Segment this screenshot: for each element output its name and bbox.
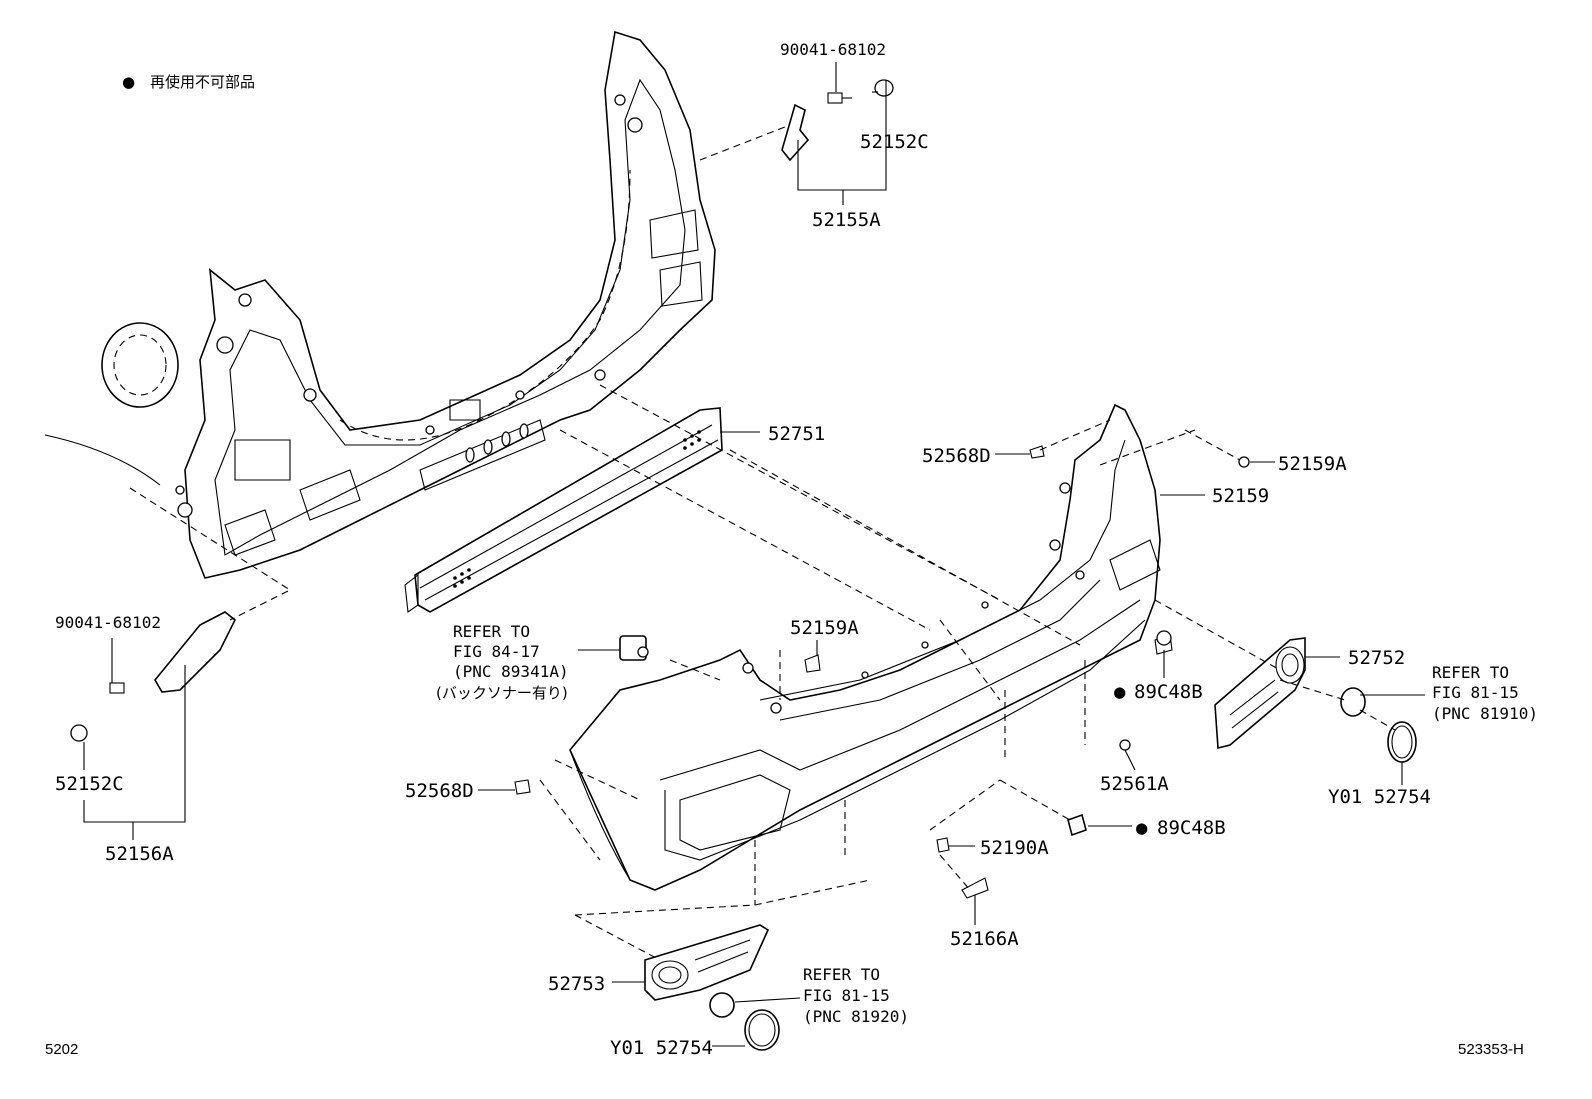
body-frame-drawing xyxy=(44,30,716,579)
part-label-89c48b-mid[interactable]: 89C48B xyxy=(1134,681,1203,703)
bullet-89c48b-mid: ● xyxy=(1114,681,1126,703)
leader-lines xyxy=(83,62,1425,1047)
footer-left-code: 5202 xyxy=(45,1041,78,1058)
part-label-52159[interactable]: 52159 xyxy=(1212,485,1269,507)
assembly-lines xyxy=(129,124,1396,961)
note-sonar: REFER TO FIG 84-17 (PNC 89341A) (バックソナー有… xyxy=(436,622,569,702)
part-label-52166a[interactable]: 52166A xyxy=(950,928,1019,950)
part-label-52156a[interactable]: 52156A xyxy=(105,843,174,865)
part-label-52751[interactable]: 52751 xyxy=(768,423,825,445)
part-label-52190a[interactable]: 52190A xyxy=(980,837,1049,859)
part-label-90041-top[interactable]: 90041-68102 xyxy=(780,40,886,59)
note-bottom-ref: REFER TO FIG 81-15 (PNC 81920) xyxy=(803,965,909,1026)
legend-text: 再使用不可部品 xyxy=(150,73,255,91)
note-right-line2[interactable]: FIG 81-15 xyxy=(1432,683,1519,702)
bumper-reinforcement-drawing xyxy=(404,407,723,613)
part-label-52152c-left[interactable]: 52152C xyxy=(55,773,124,795)
note-right-line3: (PNC 81910) xyxy=(1432,704,1538,723)
footer-right-code: 523353-H xyxy=(1458,1041,1524,1058)
part-label-52754-right[interactable]: Y01 52754 xyxy=(1328,786,1431,808)
reflector-52753-drawing xyxy=(644,924,780,1051)
note-sonar-line1: REFER TO xyxy=(453,622,530,641)
note-bottom-line1: REFER TO xyxy=(803,965,880,984)
part-label-52152c-top[interactable]: 52152C xyxy=(860,131,929,153)
note-bottom-line2[interactable]: FIG 81-15 xyxy=(803,986,890,1005)
reflector-52752-drawing xyxy=(1214,637,1417,763)
bullet-89c48b-low: ● xyxy=(1136,817,1148,839)
part-label-52561a[interactable]: 52561A xyxy=(1100,773,1169,795)
note-sonar-line2[interactable]: FIG 84-17 xyxy=(453,642,540,661)
note-bottom-line3: (PNC 81920) xyxy=(803,1007,909,1026)
note-right-line1: REFER TO xyxy=(1432,663,1509,682)
note-sonar-line3: (PNC 89341A) xyxy=(453,662,569,681)
part-label-90041-left[interactable]: 90041-68102 xyxy=(55,613,161,632)
part-label-52753[interactable]: 52753 xyxy=(548,973,605,995)
part-label-89c48b-low[interactable]: 89C48B xyxy=(1157,817,1226,839)
part-label-52568d-top[interactable]: 52568D xyxy=(922,445,991,467)
bumper-cover-drawing xyxy=(569,403,1161,891)
part-label-52568d-left[interactable]: 52568D xyxy=(405,780,474,802)
part-label-52155a[interactable]: 52155A xyxy=(812,209,881,231)
note-right-ref: REFER TO FIG 81-15 (PNC 81910) xyxy=(1432,663,1538,723)
legend-symbol: ● xyxy=(122,73,135,91)
part-label-52159a-top[interactable]: 52159A xyxy=(1278,453,1347,475)
part-label-52752[interactable]: 52752 xyxy=(1348,647,1405,669)
note-sonar-line4: (バックソナー有り) xyxy=(436,684,568,702)
part-label-52159a-mid[interactable]: 52159A xyxy=(790,617,859,639)
part-label-52754-bottom[interactable]: Y01 52754 xyxy=(610,1037,713,1059)
fasteners-drawing xyxy=(70,79,1250,899)
